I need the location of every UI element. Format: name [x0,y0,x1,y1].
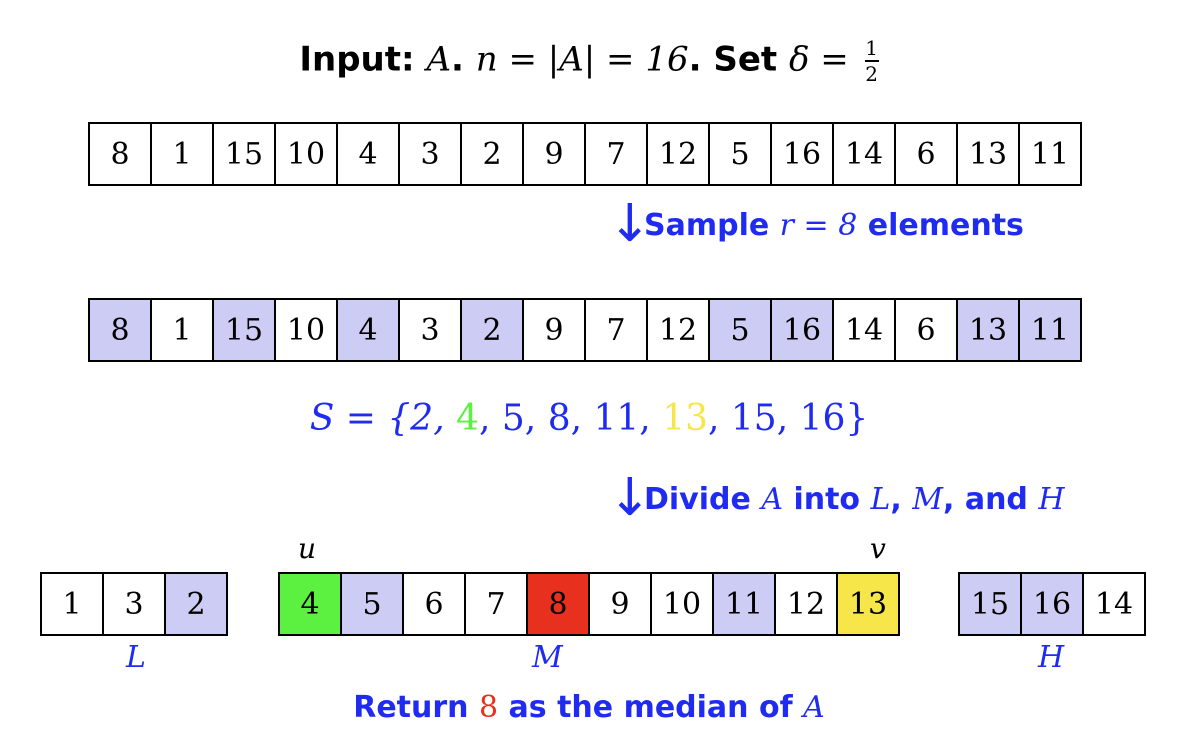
partition-h-cell: 16 [1020,572,1084,636]
result-a-var: A [803,690,825,725]
sampled-array-cell: 12 [646,298,710,362]
h-label: H [1038,640,1065,675]
return-word: Return [353,690,469,725]
set-word: Set [713,39,778,80]
set-middle: , 5, 8, 11, [479,398,663,439]
partition-l-cell: 2 [164,572,228,636]
input-array-cell: 3 [398,122,462,186]
input-array-cell: 6 [894,122,958,186]
frac-bar [864,60,879,62]
sampled-array-cell: 11 [1018,298,1082,362]
input-array-cell: 15 [212,122,276,186]
partition-m-cell: 12 [774,572,838,636]
partition-l-cell: 3 [102,572,166,636]
partition-m-cell: 9 [588,572,652,636]
sampled-array-cell: 8 [88,298,152,362]
sampled-array-cell: 5 [708,298,772,362]
set-suffix: , 15, 16} [708,398,869,439]
sampled-array-cell: 6 [894,298,958,362]
input-array-cell: 13 [956,122,1020,186]
frac-denominator: 2 [865,62,878,86]
sampled-array-cell: 15 [212,298,276,362]
divide-m-var: M [912,482,943,517]
partition-m-cell: 6 [402,572,466,636]
partition-m-cell: 5 [340,572,404,636]
down-arrow-icon: ↓ [608,194,652,254]
partition-m-cell: 4 [278,572,342,636]
input-array-cell: 2 [460,122,524,186]
input-array-cell: 5 [708,122,772,186]
input-array-cell: 9 [522,122,586,186]
input-array-cell: 11 [1018,122,1082,186]
and-word: , and [942,482,1028,517]
divide-word: Divide [644,482,751,517]
partition-m-cell: 13 [836,572,900,636]
v-marker: v [870,532,886,565]
title-period: . [451,39,464,80]
sample-word: Sample [644,208,770,243]
n-expression: n = |A| = 16 [475,39,689,80]
partition-h-cell: 14 [1082,572,1146,636]
l-label: L [126,640,146,675]
partition-m-cell: 7 [464,572,528,636]
partition-m-cell: 8 [526,572,590,636]
divide-a-var: A [761,482,783,517]
title-period-2: . [688,39,702,80]
sampled-array-cell: 14 [832,298,896,362]
median-value: 8 [478,690,499,725]
divide-step-label: Divide A into L, M, and H [644,482,1065,517]
sampled-array-cell: 10 [274,298,338,362]
divide-comma: , [890,482,902,517]
frac-numerator: 1 [865,36,878,60]
u-marker: u [298,532,317,565]
partition-h-cell: 15 [958,572,1022,636]
sample-set: S = {2, 4, 5, 8, 11, 13, 15, 16} [0,398,1178,439]
delta-fraction: 1 2 [864,36,879,86]
partition-m-cell: 11 [712,572,776,636]
set-v-value: 13 [662,398,708,439]
divide-h-var: H [1038,482,1065,517]
partition-m-cell: 10 [650,572,714,636]
input-array-cell: 8 [88,122,152,186]
elements-word: elements [867,208,1024,243]
input-array-cell: 16 [770,122,834,186]
input-array-cell: 4 [336,122,400,186]
input-array-cell: 12 [646,122,710,186]
sampled-array-cell: 9 [522,298,586,362]
sampled-array-cell: 16 [770,298,834,362]
input-array-cell: 1 [150,122,214,186]
into-word: into [793,482,861,517]
r-expression: r = 8 [779,208,858,243]
m-label: M [532,640,563,675]
sampled-array-cell: 3 [398,298,462,362]
partition-l-cell: 1 [40,572,104,636]
sampled-array-cell: 4 [336,298,400,362]
input-word: Input: [299,39,415,80]
diagram-title: Input: A. n = |A| = 16. Set δ = 1 2 [0,38,1178,84]
sampled-array-cell: 13 [956,298,1020,362]
input-array-cell: 14 [832,122,896,186]
sample-step-label: Sample r = 8 elements [644,208,1024,243]
sampled-array-cell: 2 [460,298,524,362]
sampled-array-cell: 1 [150,298,214,362]
input-array-cell: 7 [584,122,648,186]
a-variable: A [426,39,451,80]
divide-l-var: L [870,482,891,517]
down-arrow-icon-2: ↓ [608,468,652,528]
set-prefix: S = {2, [309,398,457,439]
result-statement: Return 8 as the median of A [0,690,1178,725]
set-u-value: 4 [456,398,480,439]
median-phrase: as the median of [508,690,793,725]
input-array-cell: 10 [274,122,338,186]
delta-expression: δ = [789,39,849,80]
sampled-array-cell: 7 [584,298,648,362]
